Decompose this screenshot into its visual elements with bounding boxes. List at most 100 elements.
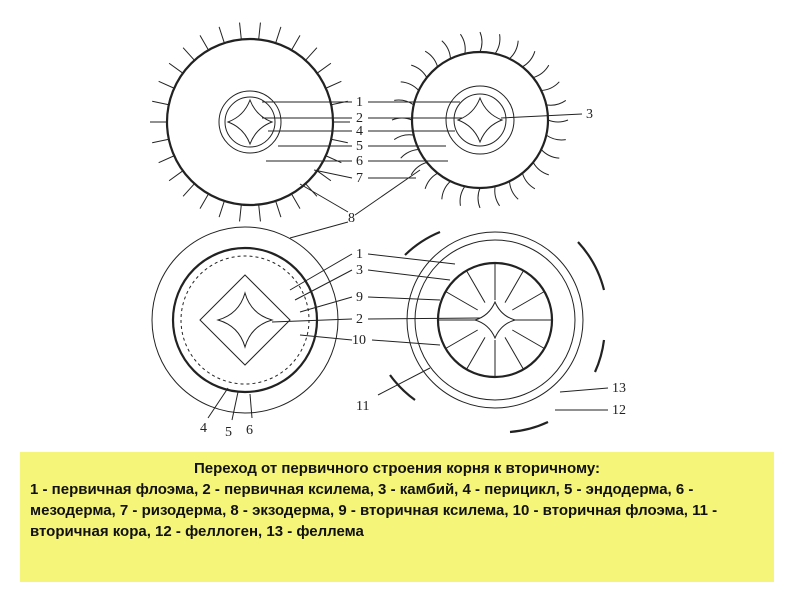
label-8: 8 xyxy=(348,211,355,226)
root-hair xyxy=(410,161,427,176)
root-hair xyxy=(479,31,483,53)
root-hair xyxy=(509,181,519,200)
cambium-diamond-3 xyxy=(199,274,291,366)
label-9: 9 xyxy=(356,290,363,305)
root-hair xyxy=(291,35,301,51)
label-5-bottom: 5 xyxy=(225,425,232,440)
label-6-top: 6 xyxy=(356,154,363,169)
root-hair xyxy=(541,81,560,91)
phellem-arc-5 xyxy=(389,374,416,401)
outer-circle-3 xyxy=(151,226,339,414)
root-hair xyxy=(466,270,486,303)
phellem-arc-3 xyxy=(593,339,606,373)
periderm-circle-4 xyxy=(406,231,584,409)
root-hair xyxy=(168,170,184,182)
rhizoderm-circle-1 xyxy=(165,37,335,207)
root-hair xyxy=(275,200,282,218)
cortex-ring-3 xyxy=(180,255,310,385)
root-hair xyxy=(393,134,414,140)
secondary-root-diagram xyxy=(389,230,606,434)
label-2-top: 2 xyxy=(356,111,363,126)
label-11: 11 xyxy=(356,399,369,414)
caption-body: 1 - первичная флоэма, 2 - первичная ксил… xyxy=(30,481,718,540)
root-hair xyxy=(258,204,261,222)
root-hair xyxy=(547,119,569,123)
medullary-rays-4 xyxy=(438,263,552,377)
exoderm-circle-3 xyxy=(171,246,319,394)
root-hair xyxy=(182,183,195,197)
root-hair xyxy=(533,64,550,79)
root-hair xyxy=(305,47,318,61)
root-hair xyxy=(509,40,519,60)
label-2-bottom: 2 xyxy=(356,312,363,327)
caption-title: Переход от первичного строения корня к в… xyxy=(193,460,600,477)
endoderm-circle-2 xyxy=(445,85,515,155)
root-structure-diagram: 1 2 4 5 6 7 3 8 1 3 9 2 10 4 5 6 11 13 1… xyxy=(150,22,626,440)
root-hair xyxy=(400,149,419,159)
xylem-star-3 xyxy=(216,291,274,349)
root-hair xyxy=(239,204,242,222)
root-hairs-1 xyxy=(150,22,350,222)
root-hair xyxy=(400,81,420,91)
root-hair xyxy=(258,22,261,40)
root-hair xyxy=(459,186,466,206)
caption-box: Переход от первичного строения корня к в… xyxy=(20,452,774,582)
root-hair xyxy=(394,99,414,106)
phellogen-circle-4 xyxy=(414,239,576,401)
root-hair xyxy=(152,100,169,106)
primary-root-diagram-1 xyxy=(150,22,350,222)
root-hair xyxy=(331,138,348,144)
root-hair xyxy=(152,138,169,144)
label-3-top: 3 xyxy=(586,107,593,122)
root-hair xyxy=(522,51,536,68)
label-13: 13 xyxy=(612,381,626,396)
xylem-star-4 xyxy=(473,300,517,340)
root-hair xyxy=(521,173,536,190)
root-hair xyxy=(291,193,301,209)
label-1-top: 1 xyxy=(356,95,363,110)
root-hair xyxy=(532,162,549,176)
label-4-bottom: 4 xyxy=(200,421,207,436)
label-10: 10 xyxy=(352,333,366,348)
root-hair xyxy=(494,186,500,207)
label-5-top: 5 xyxy=(356,139,363,154)
primary-root-diagram-2 xyxy=(391,31,569,209)
endoderm-circle-1 xyxy=(218,90,282,154)
root-hair xyxy=(158,155,175,164)
root-hair xyxy=(494,34,501,54)
root-hair xyxy=(512,291,545,311)
label-4-top: 4 xyxy=(356,124,363,139)
root-hair xyxy=(158,80,175,89)
transition-root-diagram xyxy=(151,226,339,414)
pericycle-circle-2 xyxy=(453,93,507,147)
root-hair xyxy=(218,26,225,44)
label-1-bottom: 1 xyxy=(356,247,363,262)
root-hair xyxy=(316,62,332,74)
root-hair xyxy=(512,329,545,349)
root-hair xyxy=(466,337,486,370)
root-hair xyxy=(546,134,566,141)
phellem-arc-2 xyxy=(577,241,606,291)
label-12: 12 xyxy=(612,403,626,418)
root-hair xyxy=(411,64,428,78)
pericycle-circle-1 xyxy=(224,96,276,148)
root-hair xyxy=(325,80,342,89)
root-hair xyxy=(441,180,451,200)
root-hair xyxy=(504,337,524,370)
root-hair xyxy=(325,155,342,164)
label-6-bottom: 6 xyxy=(246,423,253,438)
root-hair xyxy=(540,149,560,159)
rhizoderm-circle-2 xyxy=(410,50,550,190)
label-7-top: 7 xyxy=(356,171,363,186)
root-hair xyxy=(424,50,439,67)
number-labels: 1 2 4 5 6 7 3 8 1 3 9 2 10 4 5 6 11 13 1… xyxy=(200,95,626,440)
root-hair xyxy=(199,35,209,51)
root-hair xyxy=(239,22,242,40)
root-hair xyxy=(168,62,184,74)
leader-lines xyxy=(207,101,609,421)
label-3-bottom: 3 xyxy=(356,263,363,278)
root-hair xyxy=(275,26,282,44)
root-hair xyxy=(460,33,466,54)
root-hair xyxy=(445,291,478,311)
root-hair xyxy=(424,172,438,189)
